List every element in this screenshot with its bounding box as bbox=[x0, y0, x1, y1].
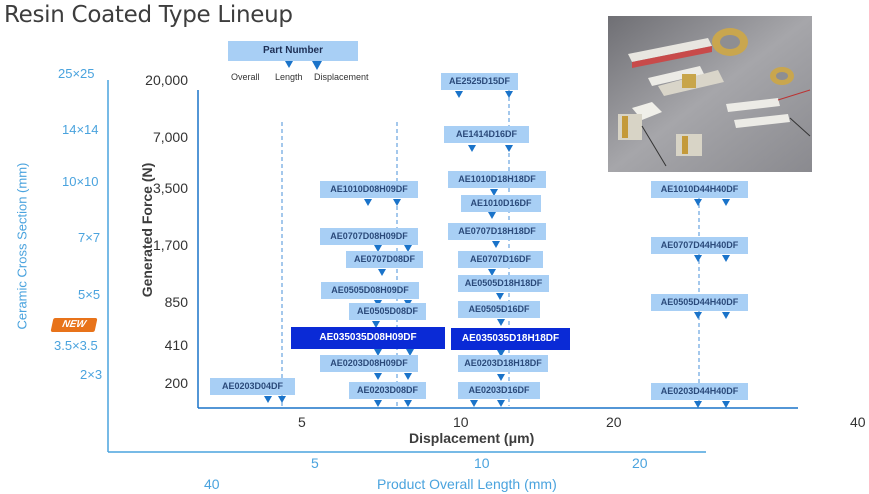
cross-section-25x25: 25×25 bbox=[58, 66, 95, 81]
part-tag: AE0203D08DF bbox=[349, 382, 426, 399]
force-3500: 3,500 bbox=[152, 180, 188, 196]
part-tag: AE1010D44H40DF bbox=[651, 181, 748, 198]
legend-displacement: Displacement bbox=[314, 72, 369, 82]
displacement-marker bbox=[722, 401, 730, 408]
displacement-marker bbox=[497, 400, 505, 407]
new-badge: NEW bbox=[50, 318, 98, 332]
cross-section-5x5: 5×5 bbox=[78, 287, 101, 302]
force-1700: 1,700 bbox=[152, 237, 188, 253]
length-marker bbox=[374, 400, 382, 407]
length-marker bbox=[372, 321, 380, 328]
legend-part-number-tag: Part Number bbox=[228, 41, 358, 61]
force-410: 410 bbox=[164, 337, 188, 353]
legend-length-marker bbox=[285, 61, 293, 68]
length-marker bbox=[264, 396, 272, 403]
displacement-marker bbox=[393, 199, 401, 206]
part-tag: AE0707D08DF bbox=[346, 251, 423, 268]
length-marker bbox=[374, 349, 382, 356]
part-tag: AE2525D15DF bbox=[441, 73, 518, 90]
part-tag: AE1414D16DF bbox=[444, 126, 529, 143]
displacement-marker bbox=[406, 349, 414, 356]
cross-section-axis-title: Ceramic Cross Section (mm) bbox=[14, 162, 30, 330]
displacement-marker bbox=[404, 373, 412, 380]
displacement-axis-title: Displacement (μm) bbox=[409, 430, 535, 446]
cross-section-3-5x3-5: 3.5×3.5 bbox=[54, 338, 98, 353]
legend-overall: Overall bbox=[231, 72, 260, 82]
length-marker bbox=[455, 91, 463, 98]
displacement-marker bbox=[722, 312, 730, 319]
part-tag: AE0505D44H40DF bbox=[651, 294, 748, 311]
cross-section-7x7: 7×7 bbox=[78, 230, 101, 245]
length-marker bbox=[374, 373, 382, 380]
force-7000: 7,000 bbox=[152, 129, 188, 145]
length-tick-5: 5 bbox=[311, 455, 319, 471]
displacement-tick-40: 40 bbox=[850, 414, 866, 430]
displacement-tick-10: 10 bbox=[453, 414, 469, 430]
length-marker bbox=[694, 255, 702, 262]
length-marker bbox=[492, 241, 500, 248]
cross-section-axis-title-wrap: Ceramic Cross Section (mm) bbox=[12, 162, 32, 332]
length-marker bbox=[497, 374, 505, 381]
displacement-tick-20: 20 bbox=[606, 414, 622, 430]
part-tag: AE0203D08H09DF bbox=[320, 355, 418, 372]
displacement-marker bbox=[505, 145, 513, 152]
length-axis-title: Product Overall Length (mm) bbox=[377, 476, 557, 492]
length-marker bbox=[488, 212, 496, 219]
force-200: 200 bbox=[164, 375, 188, 391]
part-tag: AE0707D18H18DF bbox=[448, 223, 546, 240]
force-axis-title: Generated Force (N) bbox=[139, 162, 155, 298]
part-tag: AE0707D44H40DF bbox=[651, 237, 748, 254]
part-tag-new: AE035035D08H09DF bbox=[291, 327, 445, 349]
part-tag: AE0707D08H09DF bbox=[320, 228, 418, 245]
part-tag: AE0505D18H18DF bbox=[458, 275, 549, 292]
length-tick-40: 40 bbox=[204, 476, 220, 492]
length-marker bbox=[470, 400, 478, 407]
displacement-marker bbox=[722, 255, 730, 262]
legend-length: Length bbox=[275, 72, 303, 82]
length-marker bbox=[694, 199, 702, 206]
part-tag: AE0505D08H09DF bbox=[321, 282, 419, 299]
cross-section-2x3: 2×3 bbox=[80, 367, 103, 382]
part-tag: AE0203D04DF bbox=[210, 378, 295, 395]
product-photo bbox=[608, 16, 812, 172]
displacement-marker bbox=[722, 199, 730, 206]
part-tag: AE0505D16DF bbox=[458, 301, 540, 318]
displacement-marker bbox=[404, 400, 412, 407]
force-20000: 20,000 bbox=[145, 72, 188, 88]
part-tag: AE0203D18H18DF bbox=[458, 355, 548, 372]
part-tag: AE1010D08H09DF bbox=[320, 181, 418, 198]
part-tag: AE0203D44H40DF bbox=[651, 383, 748, 400]
legend-displacement-marker bbox=[312, 61, 322, 70]
displacement-marker bbox=[505, 91, 513, 98]
part-tag: AE1010D18H18DF bbox=[448, 171, 546, 188]
displacement-marker bbox=[278, 396, 286, 403]
length-marker bbox=[364, 199, 372, 206]
length-marker bbox=[497, 350, 505, 357]
cross-section-14x14: 14×14 bbox=[62, 122, 99, 137]
length-marker bbox=[490, 189, 498, 196]
force-850: 850 bbox=[164, 294, 188, 310]
length-marker bbox=[468, 145, 476, 152]
part-tag-new: AE035035D18H18DF bbox=[451, 328, 570, 350]
length-marker bbox=[378, 269, 386, 276]
page-title: Resin Coated Type Lineup bbox=[4, 2, 293, 28]
displacement-marker bbox=[404, 245, 412, 252]
displacement-tick-5: 5 bbox=[298, 414, 306, 430]
length-marker bbox=[496, 293, 504, 300]
length-marker bbox=[497, 319, 505, 326]
part-tag: AE0505D08DF bbox=[349, 303, 426, 320]
cross-section-10x10: 10×10 bbox=[62, 174, 99, 189]
product-photo-illustration bbox=[608, 16, 812, 172]
length-marker bbox=[374, 245, 382, 252]
part-tag: AE1010D16DF bbox=[461, 195, 541, 212]
length-tick-10: 10 bbox=[474, 455, 490, 471]
length-marker bbox=[488, 269, 496, 276]
length-tick-20: 20 bbox=[632, 455, 648, 471]
length-marker bbox=[694, 312, 702, 319]
part-tag: AE0707D16DF bbox=[458, 251, 543, 268]
part-tag: AE0203D16DF bbox=[458, 382, 540, 399]
length-marker bbox=[694, 401, 702, 408]
